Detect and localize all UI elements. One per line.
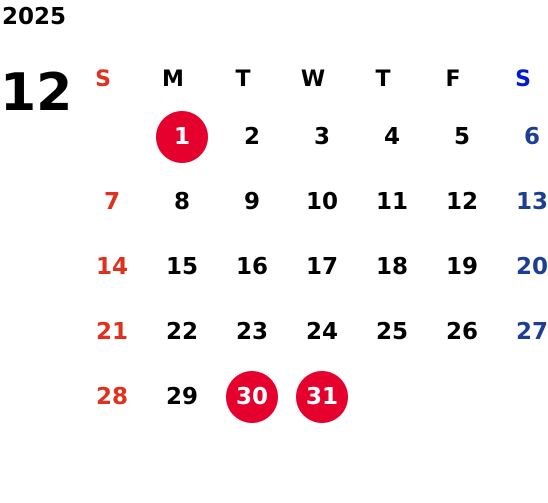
day-cell: 12 bbox=[418, 181, 488, 246]
day-number: 15 bbox=[165, 253, 198, 280]
day-number bbox=[86, 111, 138, 163]
day-cell: 20 bbox=[488, 246, 548, 311]
weekday-monday: M bbox=[162, 67, 184, 92]
weekday-wednesday: W bbox=[300, 67, 326, 92]
calendar-month: 12 bbox=[0, 63, 73, 123]
day-cell: 22 bbox=[138, 311, 208, 376]
day-number: 28 bbox=[95, 383, 128, 410]
day-cell: 31 bbox=[278, 370, 348, 441]
weekday-cell: S bbox=[488, 46, 548, 116]
week-row-5: 28 29 30 31 bbox=[68, 370, 548, 441]
weekday-sunday: S bbox=[95, 67, 111, 92]
day-number bbox=[436, 371, 488, 423]
day-number: 12 bbox=[445, 188, 478, 215]
day-cell bbox=[418, 376, 488, 441]
weekday-cell: M bbox=[138, 46, 208, 116]
day-number: 6 bbox=[523, 123, 540, 150]
day-number: 3 bbox=[313, 123, 330, 150]
day-number: 27 bbox=[515, 318, 548, 345]
day-cell: 23 bbox=[208, 311, 278, 376]
day-number: 23 bbox=[235, 318, 268, 345]
day-cell bbox=[488, 376, 548, 441]
week-row-4: 21 22 23 24 25 26 27 bbox=[68, 311, 548, 376]
day-cell: 24 bbox=[278, 311, 348, 376]
day-number: 25 bbox=[375, 318, 408, 345]
weekday-saturday: S bbox=[515, 67, 531, 92]
week-row-3: 14 15 16 17 18 19 20 bbox=[68, 246, 548, 311]
day-cell: 8 bbox=[138, 181, 208, 246]
day-number: 21 bbox=[95, 318, 128, 345]
weekday-cell: T bbox=[208, 46, 278, 116]
weekday-cell: W bbox=[278, 46, 348, 116]
day-number: 14 bbox=[95, 253, 128, 280]
weekday-header-row: S M T W T F S bbox=[68, 46, 548, 116]
day-number: 9 bbox=[243, 188, 260, 215]
weekday-cell: S bbox=[68, 46, 138, 116]
day-cell: 6 bbox=[488, 116, 548, 181]
calendar-year: 2025 bbox=[2, 4, 67, 30]
day-cell: 26 bbox=[418, 311, 488, 376]
weekday-friday: F bbox=[445, 67, 461, 92]
day-cell: 27 bbox=[488, 311, 548, 376]
weekday-cell: T bbox=[348, 46, 418, 116]
day-cell: 28 bbox=[68, 376, 138, 441]
day-cell: 17 bbox=[278, 246, 348, 311]
day-cell bbox=[68, 116, 138, 181]
week-row-1: 1 2 3 4 5 6 bbox=[68, 110, 548, 181]
day-cell: 10 bbox=[278, 181, 348, 246]
day-number: 17 bbox=[305, 253, 338, 280]
day-number: 5 bbox=[453, 123, 470, 150]
week-row-2: 7 8 9 10 11 12 13 bbox=[68, 181, 548, 246]
day-cell: 5 bbox=[418, 116, 488, 181]
day-number: 24 bbox=[305, 318, 338, 345]
day-cell bbox=[348, 376, 418, 441]
day-number: 22 bbox=[165, 318, 198, 345]
day-number: 16 bbox=[235, 253, 268, 280]
day-cell: 1 bbox=[138, 110, 208, 181]
day-number-highlighted: 31 bbox=[296, 370, 348, 423]
day-number: 8 bbox=[173, 188, 190, 215]
day-number: 19 bbox=[445, 253, 478, 280]
day-cell: 18 bbox=[348, 246, 418, 311]
day-cell: 29 bbox=[138, 376, 208, 441]
day-number: 11 bbox=[375, 188, 408, 215]
day-number-highlighted: 30 bbox=[226, 370, 278, 423]
calendar-grid: S M T W T F S 1 2 3 4 5 6 7 8 9 10 11 12… bbox=[68, 46, 548, 441]
day-cell: 19 bbox=[418, 246, 488, 311]
day-cell: 16 bbox=[208, 246, 278, 311]
day-number: 20 bbox=[515, 253, 548, 280]
day-number: 10 bbox=[305, 188, 338, 215]
day-cell: 4 bbox=[348, 116, 418, 181]
day-number: 13 bbox=[515, 188, 548, 215]
day-cell: 2 bbox=[208, 116, 278, 181]
day-cell: 15 bbox=[138, 246, 208, 311]
weekday-tuesday: T bbox=[235, 67, 251, 92]
day-number: 2 bbox=[243, 123, 260, 150]
day-number: 18 bbox=[375, 253, 408, 280]
day-number bbox=[366, 371, 418, 423]
day-cell: 21 bbox=[68, 311, 138, 376]
day-number: 7 bbox=[103, 188, 120, 215]
weekday-thursday: T bbox=[375, 67, 391, 92]
day-cell: 30 bbox=[208, 370, 278, 441]
day-number: 26 bbox=[445, 318, 478, 345]
day-cell: 9 bbox=[208, 181, 278, 246]
day-cell: 11 bbox=[348, 181, 418, 246]
day-cell: 3 bbox=[278, 116, 348, 181]
day-cell: 14 bbox=[68, 246, 138, 311]
day-number bbox=[506, 371, 548, 423]
day-cell: 7 bbox=[68, 181, 138, 246]
weekday-cell: F bbox=[418, 46, 488, 116]
day-cell: 25 bbox=[348, 311, 418, 376]
day-cell: 13 bbox=[488, 181, 548, 246]
day-number: 29 bbox=[165, 383, 198, 410]
day-number: 4 bbox=[383, 123, 400, 150]
day-number-highlighted: 1 bbox=[156, 110, 208, 163]
